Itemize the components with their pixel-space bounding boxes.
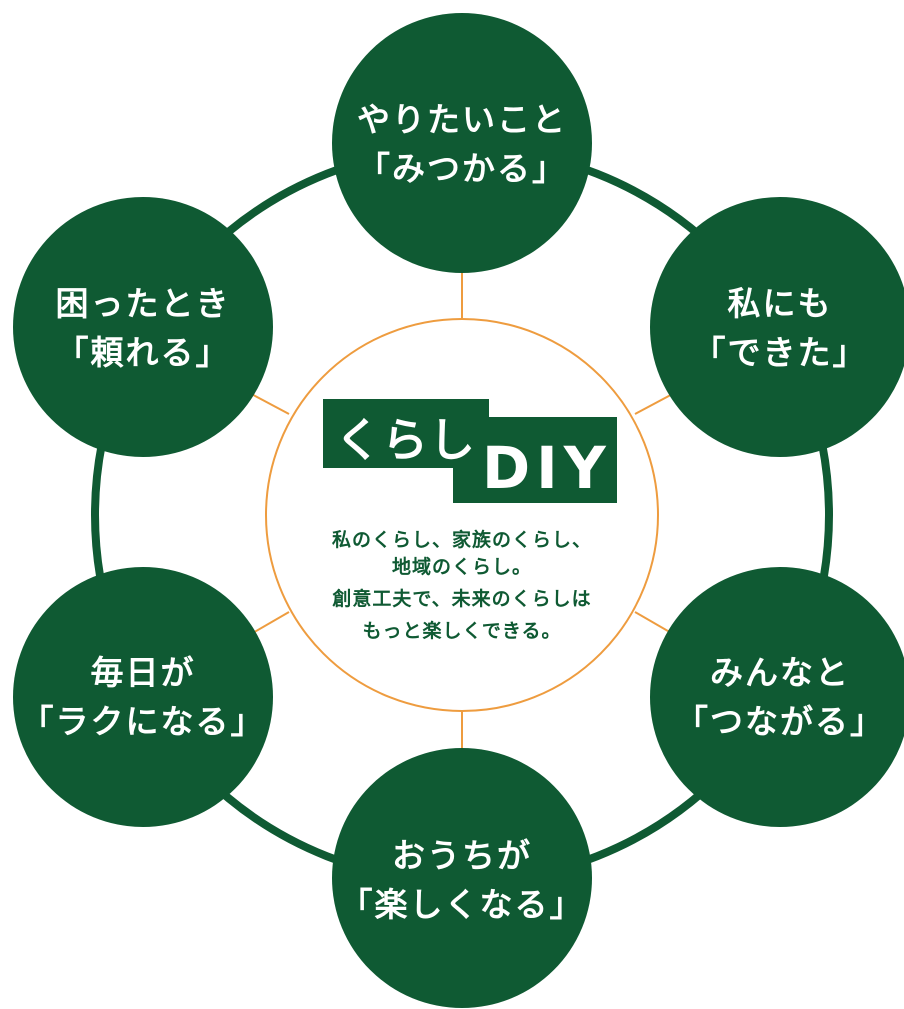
node-top-line1: やりたいこと xyxy=(357,100,567,139)
node-lower-right-line1: みんなと xyxy=(710,653,850,692)
logo-kurashi: くらし xyxy=(335,413,475,467)
node-bottom-circle xyxy=(332,748,592,1008)
node-upper-left-line2: 「頼れる」 xyxy=(56,333,231,372)
center-circle xyxy=(265,318,659,712)
node-bottom-line1: おうちが xyxy=(392,836,532,875)
node-top-circle xyxy=(332,13,592,273)
node-upper-left: 困ったとき 「頼れる」 xyxy=(13,197,273,457)
node-lower-left: 毎日が 「ラクになる」 xyxy=(13,567,273,827)
node-top-line2: 「みつかる」 xyxy=(357,149,567,188)
node-lower-left-circle xyxy=(13,567,273,827)
node-bottom-line2: 「楽しくなる」 xyxy=(340,885,585,924)
node-upper-right-line2: 「できた」 xyxy=(693,333,868,372)
node-lower-right: みんなと 「つながる」 xyxy=(650,567,904,827)
center-line-4: もっと楽しくできる。 xyxy=(362,619,561,642)
node-upper-left-circle xyxy=(13,197,273,457)
center-line-1: 私のくらし、家族のくらし、 xyxy=(332,528,592,551)
node-lower-right-line2: 「つながる」 xyxy=(675,702,885,741)
node-upper-left-line1: 困ったとき xyxy=(56,284,231,323)
center-line-2: 地域のくらし。 xyxy=(392,555,532,578)
logo-block-right xyxy=(453,417,617,503)
center-description: 私のくらし、家族のくらし、 地域のくらし。 創意工夫で、未来のくらしは もっと楽… xyxy=(332,528,592,642)
node-lower-left-line1: 毎日が xyxy=(91,653,196,692)
node-lower-right-circle xyxy=(650,567,904,827)
node-lower-left-line2: 「ラクになる」 xyxy=(21,702,266,741)
kurashi-diy-logo: くらし DIY xyxy=(323,399,617,503)
node-upper-right: 私にも 「できた」 xyxy=(650,197,904,457)
node-top: やりたいこと 「みつかる」 xyxy=(332,13,592,273)
node-upper-right-circle xyxy=(650,197,904,457)
node-bottom: おうちが 「楽しくなる」 xyxy=(332,748,592,1008)
center-line-3: 創意工夫で、未来のくらしは xyxy=(332,587,591,610)
node-upper-right-line1: 私にも xyxy=(728,284,833,323)
logo-diy: DIY xyxy=(482,434,612,502)
